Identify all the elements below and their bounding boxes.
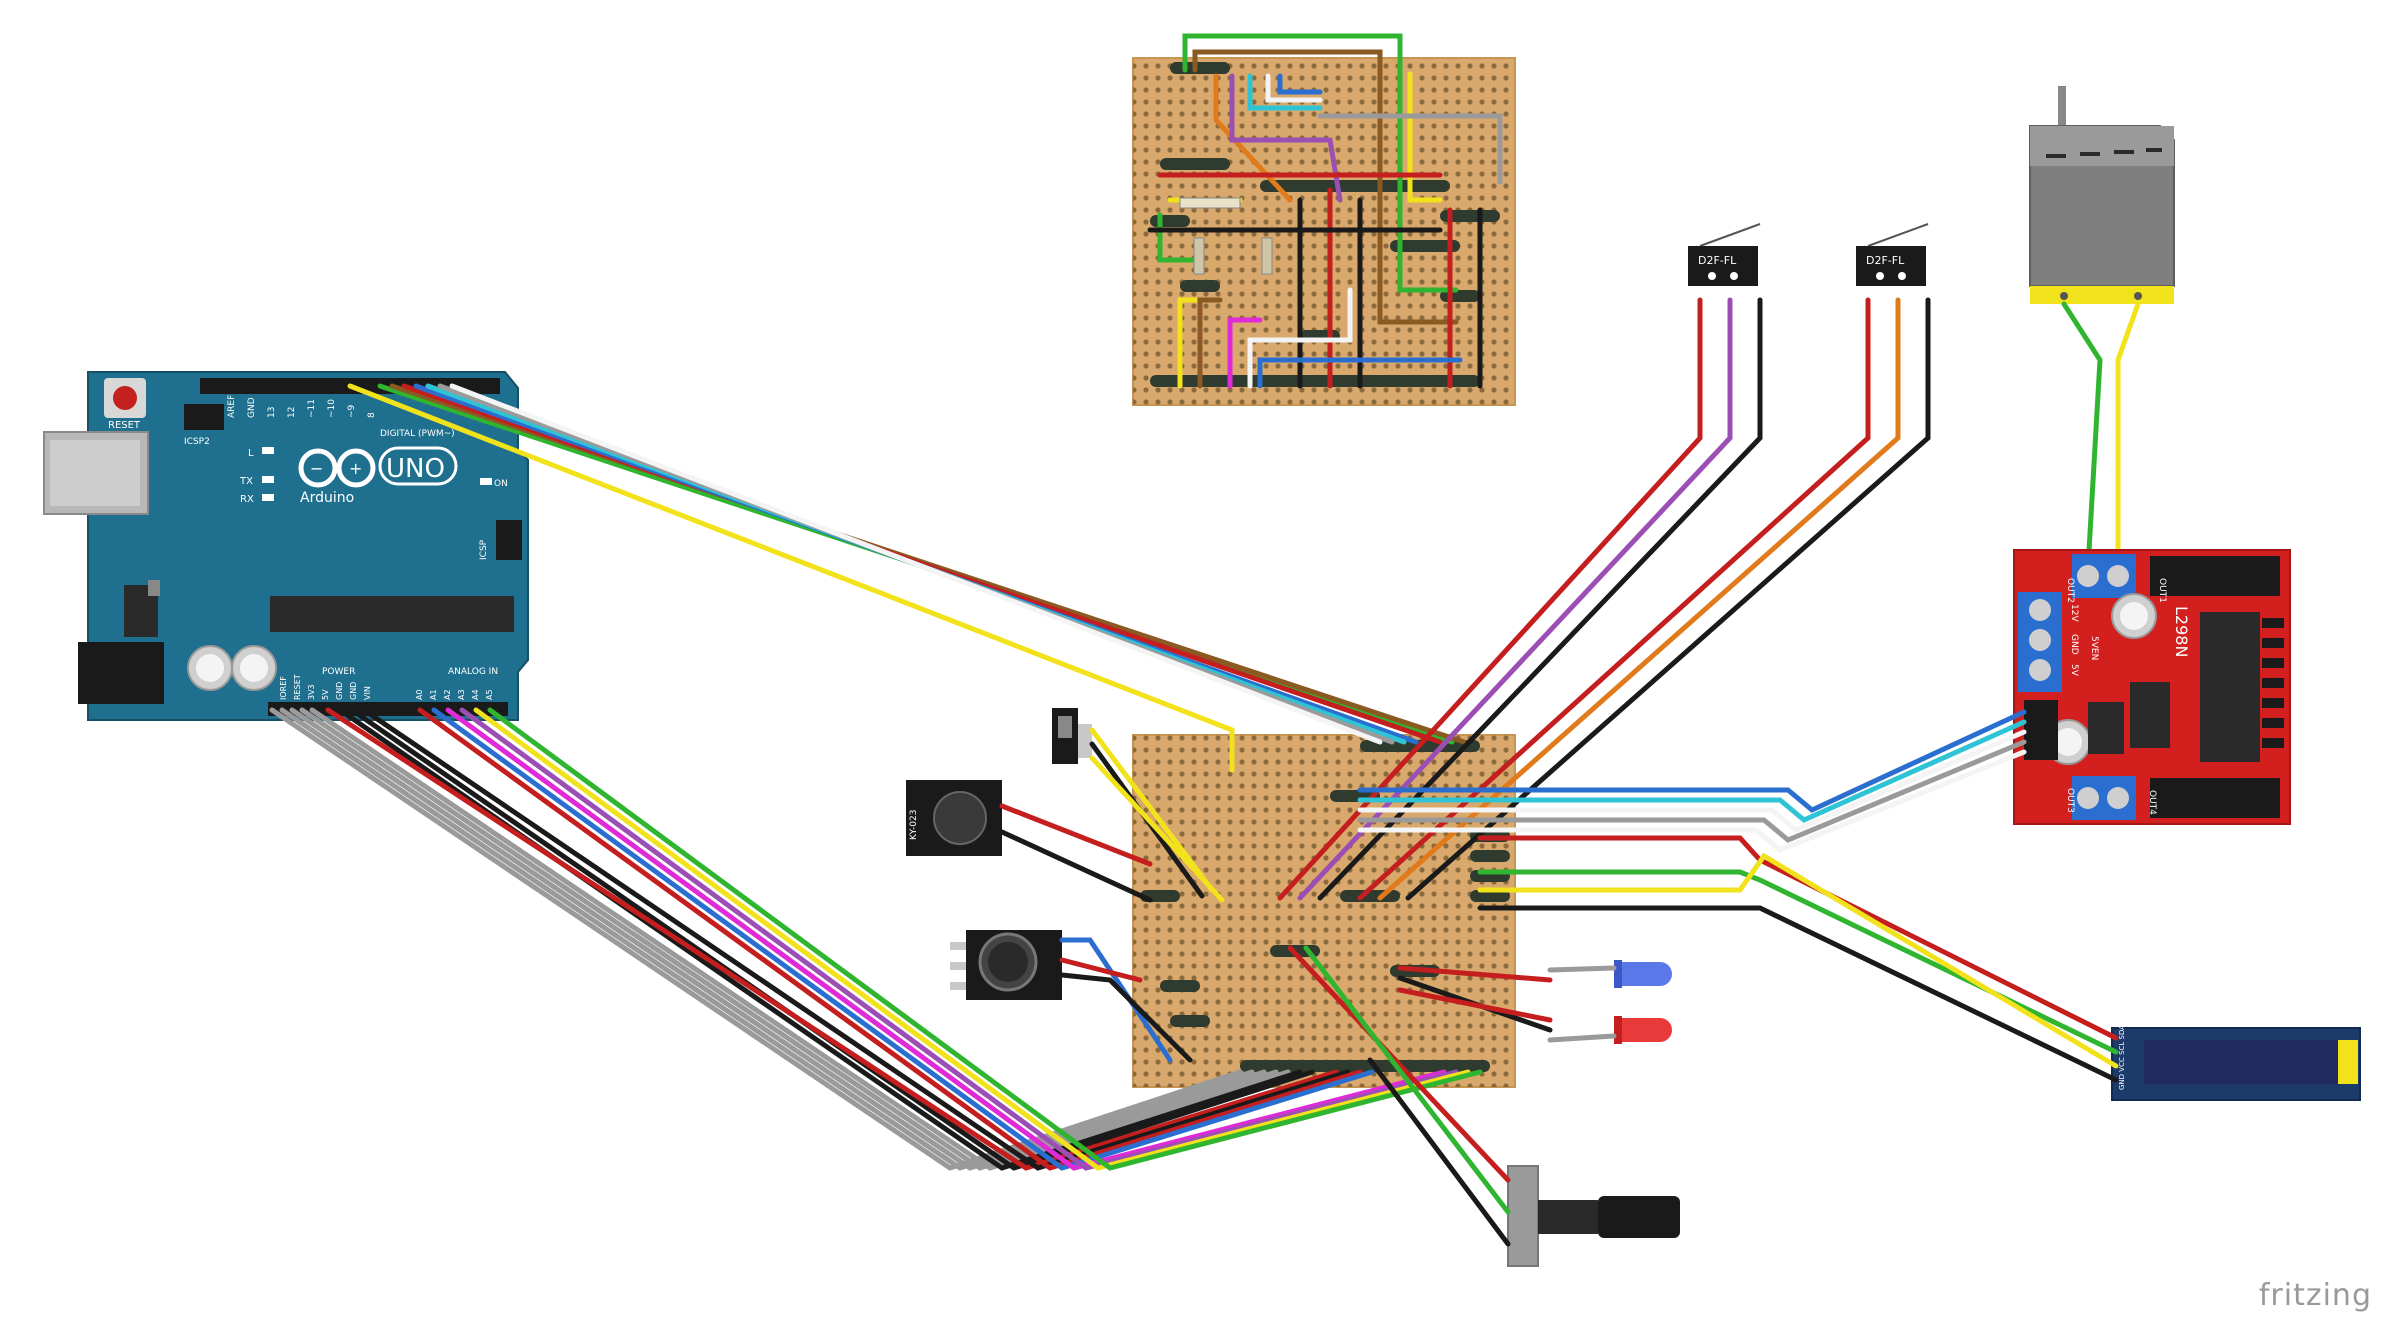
- slide-switch[interactable]: [1052, 708, 1092, 764]
- svg-text:IOREF: IOREF: [279, 676, 288, 700]
- svg-text:5VEN: 5VEN: [2089, 636, 2099, 660]
- svg-text:ICSP2: ICSP2: [184, 437, 210, 447]
- svg-text:13: 13: [267, 407, 277, 418]
- top-stripboard-resistors: [1179, 197, 1273, 275]
- svg-text:OUT4: OUT4: [2147, 790, 2157, 815]
- svg-text:L298N: L298N: [2172, 606, 2191, 657]
- svg-text:8: 8: [367, 412, 377, 418]
- svg-text:~10: ~10: [327, 399, 337, 418]
- oled-display: GND VCC SCL SDA: [2111, 1025, 2361, 1101]
- svg-text:RESET: RESET: [293, 674, 302, 700]
- svg-text:D2F-FL: D2F-FL: [1698, 254, 1737, 267]
- svg-text:RX: RX: [240, 494, 254, 505]
- wires-power-analog-header: [269, 707, 1483, 1171]
- svg-text:−: −: [310, 459, 323, 478]
- svg-text:12V: 12V: [2069, 604, 2079, 622]
- rotary-encoder[interactable]: [950, 930, 1062, 1000]
- svg-text:A2: A2: [443, 689, 452, 700]
- reset-button[interactable]: [113, 386, 137, 410]
- motor-wires: [2061, 301, 2141, 571]
- svg-text:5V: 5V: [2069, 664, 2079, 677]
- svg-text:GND: GND: [247, 397, 257, 418]
- dc-motor: [2029, 86, 2175, 304]
- top-stripboard-wires: [1147, 33, 1503, 389]
- l298n-driver-board: L298N OUT1 OUT2 OUT3 OUT4 12V GND 5V 5VE…: [2013, 549, 2291, 825]
- svg-text:OUT1: OUT1: [2157, 578, 2167, 603]
- svg-text:A0: A0: [415, 689, 424, 700]
- arduino-logo: [298, 448, 376, 488]
- limit-switch-wires: [1277, 297, 1931, 901]
- svg-text:OUT3: OUT3: [2065, 788, 2075, 813]
- svg-text:3V3: 3V3: [307, 684, 316, 700]
- power-jack: [78, 642, 164, 704]
- joystick-module[interactable]: KY-023: [906, 780, 1002, 856]
- svg-text:GND: GND: [2069, 634, 2079, 655]
- wires-digital-header: [347, 383, 1467, 773]
- svg-text:GND VCC SCL SDA: GND VCC SCL SDA: [2118, 1025, 2126, 1090]
- svg-text:ICSP: ICSP: [479, 539, 489, 560]
- potentiometer-wires: [1287, 945, 1511, 1247]
- svg-text:POWER: POWER: [322, 667, 355, 677]
- svg-text:RESET: RESET: [108, 420, 141, 431]
- potentiometer[interactable]: [1507, 1165, 1680, 1267]
- driver-control-wires: [1357, 709, 2027, 853]
- red-led: [1614, 1016, 1672, 1044]
- arduino-uno-board: RESET ICSP2 AREF GND 13 12 ~11 ~10 ~9 8 …: [43, 371, 529, 721]
- limit-switch-2[interactable]: D2F-FL: [1856, 223, 1929, 286]
- slide-switch-wires: [1089, 727, 1225, 903]
- svg-text:GND: GND: [349, 682, 358, 700]
- led-wires: [1397, 965, 1617, 1043]
- svg-text:KY-023: KY-023: [909, 810, 919, 840]
- svg-text:L: L: [248, 448, 254, 459]
- svg-text:DIGITAL (PWM~): DIGITAL (PWM~): [380, 429, 455, 439]
- svg-text:A1: A1: [429, 689, 438, 700]
- blue-led: [1614, 960, 1672, 988]
- limit-switch-1[interactable]: D2F-FL: [1688, 223, 1761, 286]
- svg-text:ANALOG IN: ANALOG IN: [448, 667, 498, 677]
- svg-text:+: +: [349, 459, 362, 478]
- svg-text:A5: A5: [485, 689, 494, 700]
- svg-text:~9: ~9: [347, 404, 357, 418]
- svg-text:AREF: AREF: [227, 395, 237, 418]
- svg-text:D2F-FL: D2F-FL: [1866, 254, 1905, 267]
- main-stripboard: [1132, 734, 1516, 1088]
- svg-text:12: 12: [287, 407, 297, 418]
- svg-text:Arduino: Arduino: [300, 490, 354, 506]
- svg-text:A3: A3: [457, 689, 466, 700]
- svg-text:UNO: UNO: [386, 454, 445, 484]
- svg-text:GND: GND: [335, 682, 344, 700]
- oled-wires: [1477, 835, 2119, 1083]
- svg-text:A4: A4: [471, 689, 480, 700]
- svg-text:TX: TX: [239, 476, 253, 487]
- svg-text:OUT2: OUT2: [2065, 578, 2075, 603]
- encoder-wires: [1059, 937, 1193, 1063]
- atmega-chip: [270, 596, 514, 632]
- svg-text:VIN: VIN: [363, 686, 372, 700]
- svg-text:~11: ~11: [307, 399, 317, 418]
- joystick-wires: [999, 803, 1153, 903]
- fritzing-watermark: fritzing: [2258, 1278, 2372, 1313]
- svg-text:ON: ON: [494, 479, 508, 489]
- svg-text:5V: 5V: [321, 689, 330, 700]
